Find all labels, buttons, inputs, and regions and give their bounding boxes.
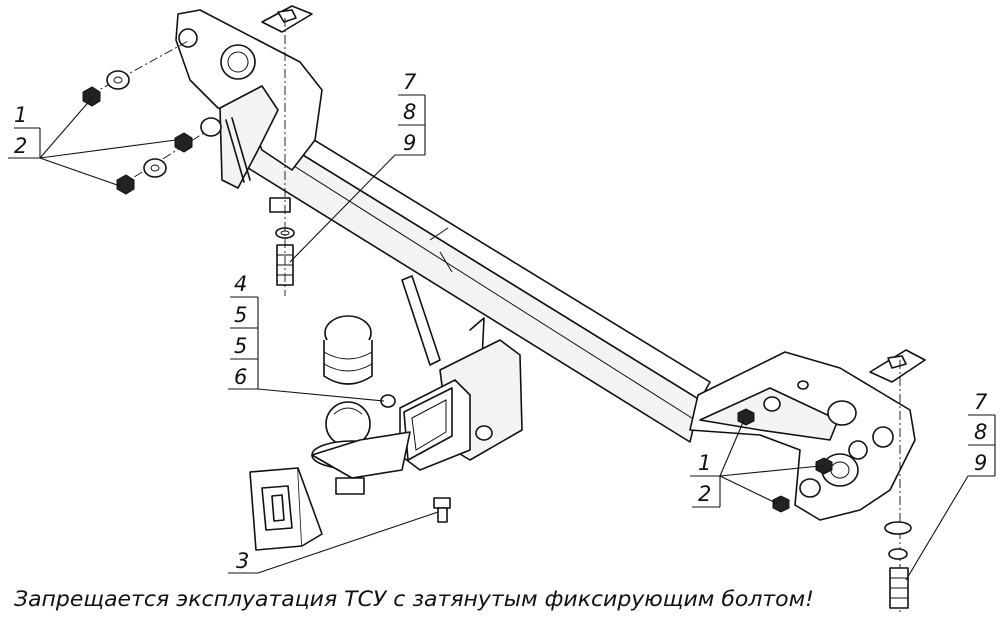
receiver-hitch [380,275,523,471]
socket-cover [249,467,323,551]
callout-right-bolt: 7 8 9 [974,390,988,475]
callout-6: 6 [234,365,247,389]
warning-note: Запрещается эксплуатация ТСУ с затянутым… [14,587,814,611]
callout-7: 7 [403,70,417,94]
fixing-screw [433,497,451,523]
callout-2: 2 [14,134,27,158]
callout-7-right: 7 [974,390,988,414]
callout-9: 9 [403,131,416,155]
callout-3: 3 [236,549,249,573]
left-fasteners [82,39,222,195]
callout-1: 1 [14,103,27,127]
tow-ball-assembly [311,315,411,495]
callout-1-right: 1 [698,451,711,475]
callout-ball: 4 5 5 6 [234,272,247,389]
callout-right-mount: 1 2 [692,451,721,508]
right-bracket [689,349,926,612]
leader-lines [8,94,996,581]
callout-2-right: 2 [698,482,711,506]
callout-5b: 5 [234,334,247,358]
callout-8-right: 8 [974,420,987,444]
callout-4: 4 [234,272,247,296]
callout-left-top: 1 2 [14,103,27,158]
callout-left-bolt: 7 8 9 [403,70,417,155]
callout-5a: 5 [234,303,247,327]
callout-socket: 3 [236,549,249,573]
callout-8: 8 [403,100,416,124]
left-bracket [175,5,323,296]
callout-9-right: 9 [974,451,987,475]
